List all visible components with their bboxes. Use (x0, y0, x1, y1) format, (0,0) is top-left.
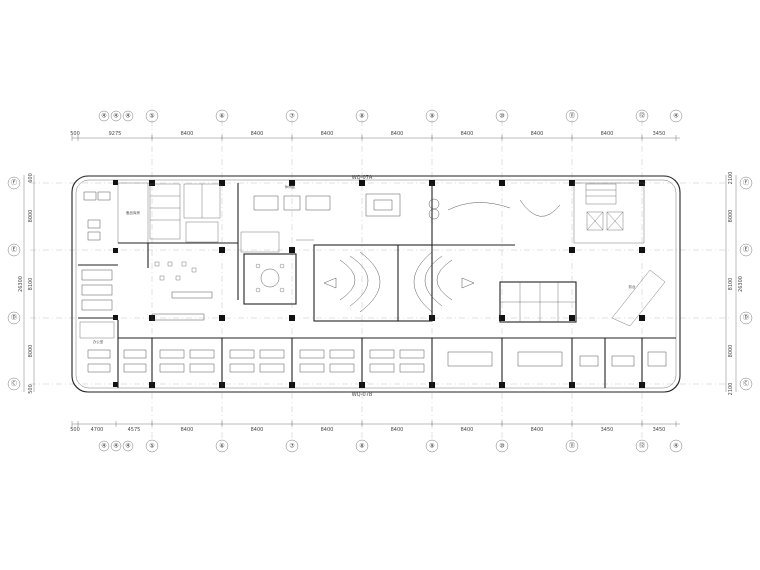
dims-bottom: 500 4700 4575 8400 8400 8400 8400 8400 8… (70, 427, 665, 433)
axis-label: ⑫ (639, 112, 645, 120)
dim-text: 3450 (653, 427, 666, 433)
dim-text: 8000 (728, 345, 734, 358)
furniture (81, 191, 667, 373)
axis-bubbles-side: Ⓕ Ⓔ Ⓓ Ⓒ Ⓕ Ⓔ Ⓓ Ⓒ (7, 176, 753, 391)
dim-text: 8000 (28, 210, 34, 223)
axis-label: ④ (673, 113, 678, 120)
outer-walls (71, 175, 681, 393)
dims-top: 500 9275 8400 8400 8400 8400 8400 8400 8… (70, 131, 665, 137)
axis-label: ⑦ (289, 113, 295, 120)
dim-text: 8400 (321, 427, 334, 433)
dim-text: 8400 (251, 131, 264, 137)
axis-label: Ⓔ (11, 246, 17, 254)
dim-text: 8400 (461, 427, 474, 433)
room-label-storage: 备品库房 (126, 210, 140, 215)
room-label-office: 办公室 (93, 339, 104, 344)
dim-text: 8400 (531, 427, 544, 433)
axis-label: ⑪ (569, 442, 575, 450)
axis-label: ④ (125, 113, 130, 120)
axis-label: ⑤ (149, 113, 154, 120)
dim-text: 8400 (321, 131, 334, 137)
axis-label: ⑪ (569, 112, 575, 120)
dim-text: 2100 (728, 383, 734, 396)
axis-label: ⑩ (499, 113, 504, 120)
dim-text: 8400 (181, 131, 194, 137)
axis-bubbles-top: ④ ④ ④ ⑤ ⑥ ⑦ ⑧ ⑨ ⑩ ⑪ ⑫ ④ (98, 109, 683, 123)
columns (113, 180, 645, 388)
room-label-lounge: 休闲区 (285, 184, 296, 189)
dim-text: 3450 (601, 427, 614, 433)
dim-text: 8400 (461, 131, 474, 137)
axis-label: Ⓔ (743, 246, 749, 254)
wall-label-top: WQ-07A (352, 175, 373, 181)
dim-text: 500 (28, 384, 34, 394)
axis-label: ④ (125, 443, 130, 450)
dim-text: 8400 (531, 131, 544, 137)
axis-label: ⑧ (359, 443, 364, 450)
axis-label: Ⓕ (743, 179, 749, 187)
dim-text: 8100 (728, 278, 734, 291)
axis-label: ④ (113, 113, 118, 120)
dim-text: 4575 (128, 427, 141, 433)
dim-text: 4700 (91, 427, 104, 433)
dim-text: 8400 (601, 131, 614, 137)
axis-label: ⑨ (429, 113, 434, 120)
axis-label: Ⓓ (11, 314, 17, 322)
dimension-lines (23, 135, 737, 427)
dim-text: 600 (28, 173, 34, 183)
dims-right: 2100 8000 8100 8000 2100 26300 (728, 172, 744, 396)
dim-text: 8400 (251, 427, 264, 433)
axis-label: ⑩ (499, 443, 504, 450)
dim-text: 8400 (391, 427, 404, 433)
dim-text: 26300 (738, 276, 744, 292)
axis-label: ④ (101, 443, 106, 450)
axis-label: Ⓒ (11, 380, 17, 388)
axis-label: ④ (673, 443, 678, 450)
axis-label: Ⓒ (743, 380, 749, 388)
axis-label: ⑦ (289, 443, 295, 450)
room-label-reception: 前台 (629, 284, 637, 289)
axis-bubbles-bottom: ④ ④ ④ ⑤ ⑥ ⑦ ⑧ ⑨ ⑩ ⑪ ⑫ ④ (98, 439, 683, 453)
axis-label: ⑨ (429, 443, 434, 450)
axis-label: ⑥ (219, 443, 224, 450)
dim-text: 3450 (653, 131, 666, 137)
dim-text: 8000 (28, 345, 34, 358)
dim-text: 500 (70, 131, 80, 137)
axis-label: ⑧ (359, 113, 364, 120)
dim-text: 26300 (18, 276, 24, 292)
dim-text: 500 (70, 427, 80, 433)
axis-label: Ⓓ (743, 314, 749, 322)
axis-label: ④ (101, 113, 106, 120)
interior-walls (78, 182, 676, 388)
wall-label-bottom: WQ-07B (352, 392, 373, 398)
dims-left: 600 8000 8100 8000 500 26300 (18, 173, 34, 394)
dim-text: 9275 (109, 131, 122, 137)
dim-text: 8000 (728, 210, 734, 223)
axis-label: ④ (113, 443, 118, 450)
dim-text: 2100 (728, 172, 734, 185)
dim-text: 8100 (28, 278, 34, 291)
dim-text: 8400 (391, 131, 404, 137)
axis-label: ⑫ (639, 442, 645, 450)
dim-text: 8400 (181, 427, 194, 433)
axis-label: ⑥ (219, 113, 224, 120)
axis-label: Ⓕ (11, 179, 17, 187)
axis-label: ⑤ (149, 443, 154, 450)
